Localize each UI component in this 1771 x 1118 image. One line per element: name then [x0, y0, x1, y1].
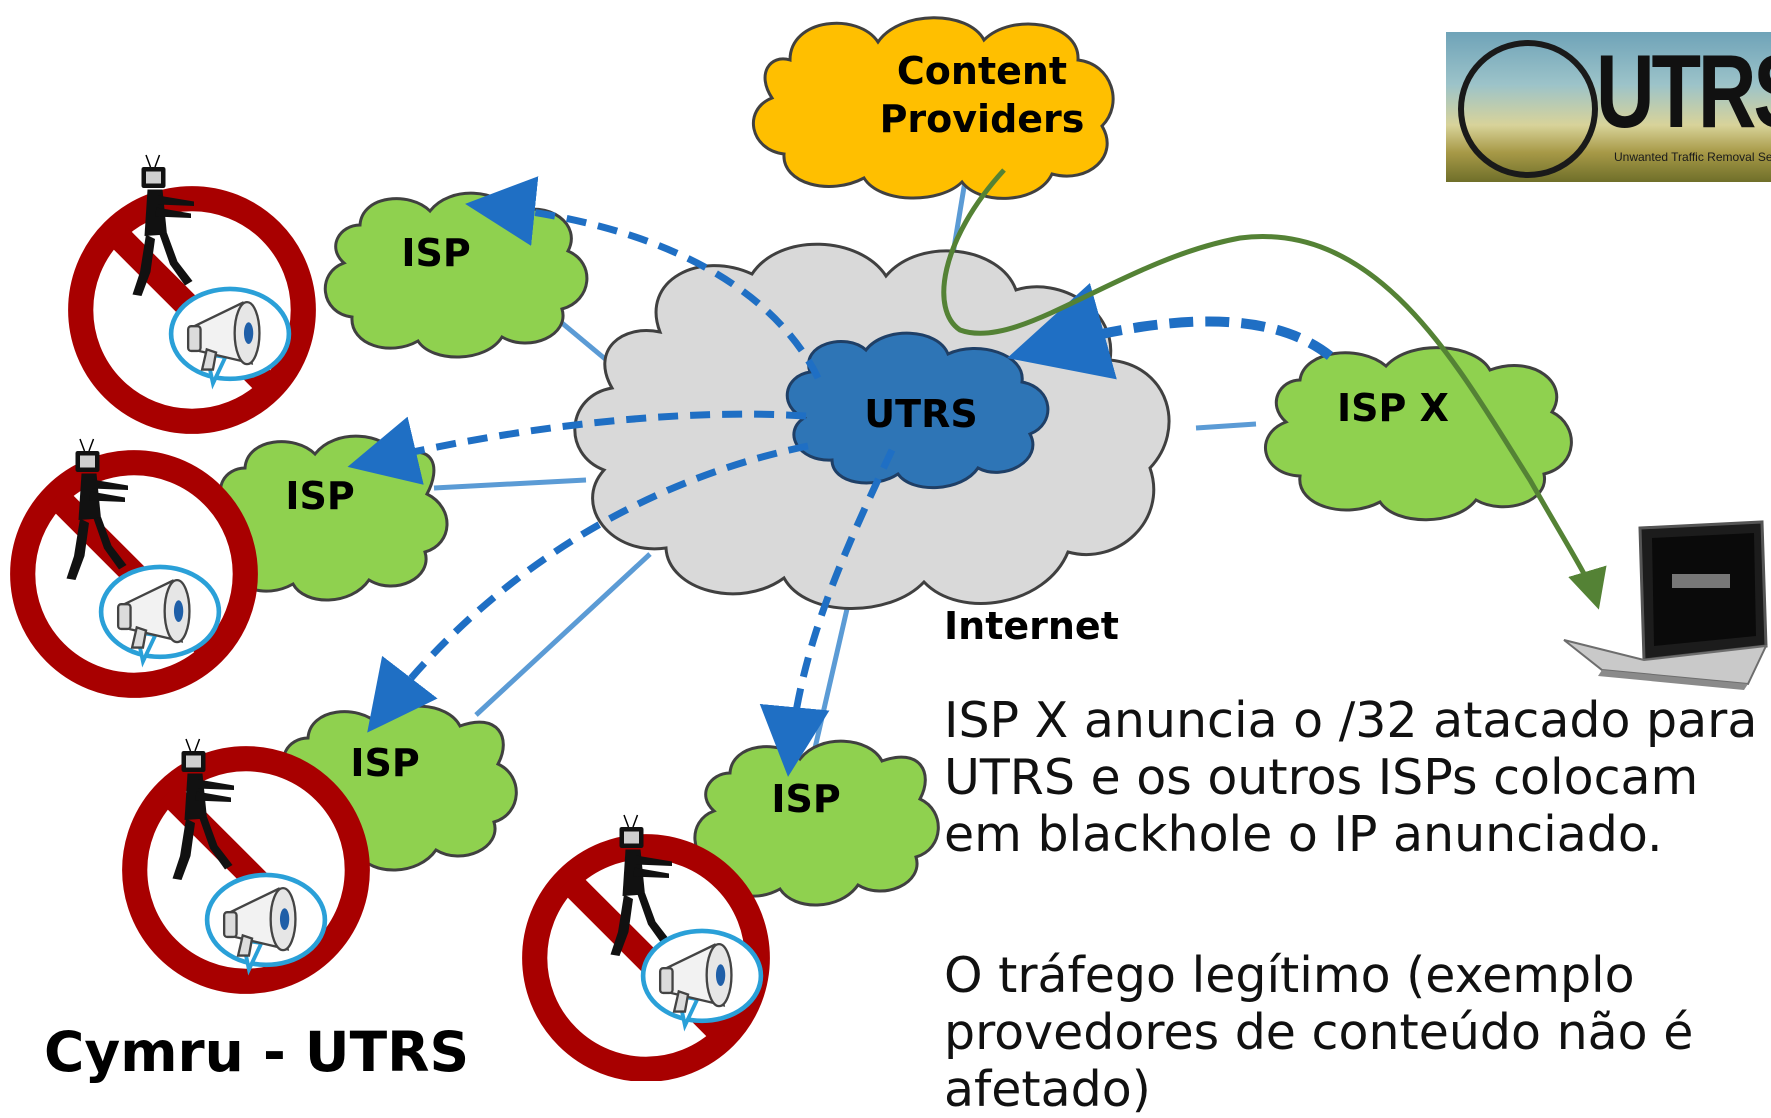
isp-label-1: ISP [401, 231, 470, 275]
link-isp3-internet [474, 552, 652, 717]
utrs-diagram: Content Providers ISP ISP ISP ISP ISP X … [0, 16, 1768, 1081]
isp-label-4: ISP [771, 777, 840, 821]
internet-label: Internet [944, 604, 1119, 648]
isp-label-3: ISP [350, 741, 419, 785]
laptop-icon [1563, 520, 1768, 690]
arrow-utrs-to-isp1 [465, 176, 822, 380]
content-providers-cloud [752, 16, 1115, 200]
arrow-ispx-to-utrs [1007, 283, 1334, 380]
caption-paragraph-2: O tráfego legítimo (exemplo provedores d… [944, 947, 1694, 1118]
isp-label-2: ISP [285, 474, 354, 518]
utrs-logo: UTRS Unwanted Traffic Removal Service [1446, 32, 1771, 182]
isp-x-label: ISP X [1337, 386, 1449, 430]
footer-title: Cymru - UTRS [44, 1020, 470, 1084]
legit-traffic-path [941, 168, 1607, 610]
no-zombie-group-3 [135, 738, 358, 981]
caption-paragraph-1: ISP X anuncia o /32 atacado para UTRS e … [944, 692, 1758, 863]
logo-title: UTRS [1596, 34, 1771, 150]
no-zombie-group-2 [23, 438, 246, 685]
arrow-utrs-to-isp2 [347, 410, 807, 485]
bull-head-icon [1458, 40, 1598, 178]
link-isp2-internet [433, 477, 587, 491]
isp-x-cloud [1264, 346, 1573, 522]
content-providers-label-1: Content [897, 49, 1067, 93]
no-zombie-group-1 [81, 154, 304, 421]
logo-subtitle: Unwanted Traffic Removal Service [1614, 150, 1771, 164]
content-providers-label-2: Providers [880, 97, 1085, 141]
link-isp4-internet [812, 595, 853, 749]
link-ispx-internet [1195, 421, 1257, 431]
arrow-utrs-to-isp4 [759, 448, 896, 777]
utrs-cloud-label: UTRS [864, 392, 977, 436]
arrow-utrs-to-isp3 [367, 442, 809, 733]
blackhole-arrows [347, 176, 896, 777]
